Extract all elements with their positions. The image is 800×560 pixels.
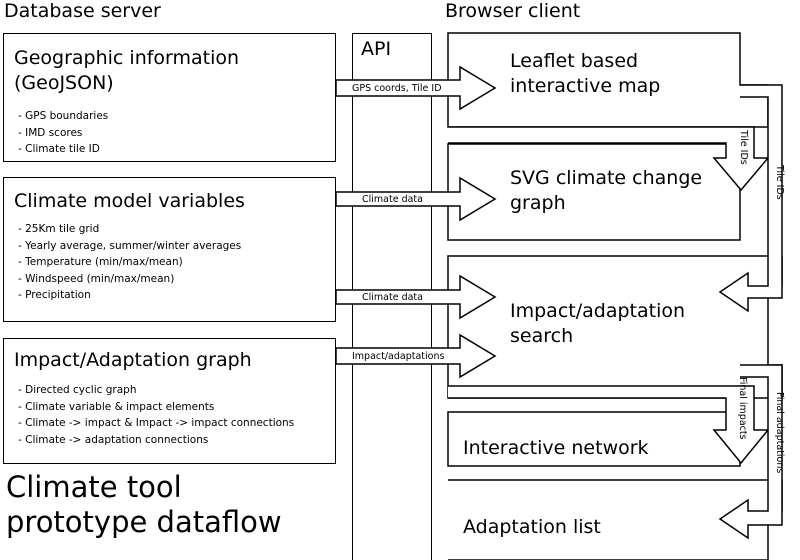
adaptation-list-label: Adaptation list (463, 516, 601, 538)
impact-adaptations-label: Impact/adaptations (352, 351, 445, 362)
list-item: - Climate -> impact & Impact -> impact c… (18, 417, 295, 429)
tile-ids-short-label: Tile IDs (738, 130, 749, 165)
impact-adaptation-graph-box: Impact/Adaptation graph - Directed cycli… (3, 338, 336, 464)
impact-adaptation-graph-title: Impact/Adaptation graph (14, 349, 252, 371)
tile-ids-short-arrow (448, 126, 770, 192)
impact-adaptation-graph-items: - Directed cyclic graph - Climate variab… (18, 382, 294, 448)
list-item: - Directed cyclic graph (18, 384, 137, 396)
list-item: - GPS boundaries (18, 110, 109, 122)
database-server-header: Database server (4, 0, 161, 22)
climate-model-variables-items: - 25Km tile grid - Yearly average, summe… (18, 221, 241, 304)
climate-model-variables-box: Climate model variables - 25Km tile grid… (3, 177, 336, 322)
list-item: - Climate -> adaptation connections (18, 433, 209, 446)
list-item: - Yearly average, summer/winter averages (18, 239, 242, 252)
interactive-network-label: Interactive network (463, 437, 649, 459)
gps-flow-arrow (335, 65, 497, 111)
final-adaptations-label: Final adaptations (774, 392, 785, 474)
climate-data-label-1: Climate data (362, 194, 423, 205)
list-item: - Climate variable & impact elements (18, 400, 215, 413)
climate-data-flow-arrow-1 (335, 176, 497, 222)
gps-flow-label: GPS coords, Tile ID (352, 83, 442, 94)
list-item: - Windspeed (min/max/mean) (18, 272, 175, 285)
list-item: - IMD scores (18, 126, 83, 139)
climate-model-variables-title: Climate model variables (14, 190, 245, 212)
tile-ids-long-label: Tile IDs (774, 165, 785, 200)
tile-ids-long-arrow (718, 84, 783, 313)
geographic-information-title: Geographic information(GeoJSON) (14, 47, 240, 94)
climate-data-label-2: Climate data (362, 292, 423, 303)
list-item: - 25Km tile grid (18, 223, 100, 235)
climate-data-flow-arrow-2 (335, 274, 497, 320)
final-impacts-arrow (448, 385, 770, 465)
api-label: API (361, 38, 392, 60)
svg-graph-panel (447, 143, 741, 241)
browser-client-header: Browser client (445, 0, 581, 22)
final-adaptations-arrow (718, 364, 783, 540)
list-item: - Precipitation (18, 289, 91, 301)
final-impacts-label: Final impacts (737, 377, 748, 440)
interactive-network-panel (447, 411, 741, 467)
geographic-information-items: - GPS boundaries - IMD scores - Climate … (18, 108, 108, 158)
geographic-information-box: Geographic information(GeoJSON) - GPS bo… (3, 33, 336, 162)
impact-flow-arrow (335, 333, 497, 379)
list-item: - Climate tile ID (18, 143, 100, 155)
list-item: - Temperature (min/max/mean) (18, 256, 183, 268)
